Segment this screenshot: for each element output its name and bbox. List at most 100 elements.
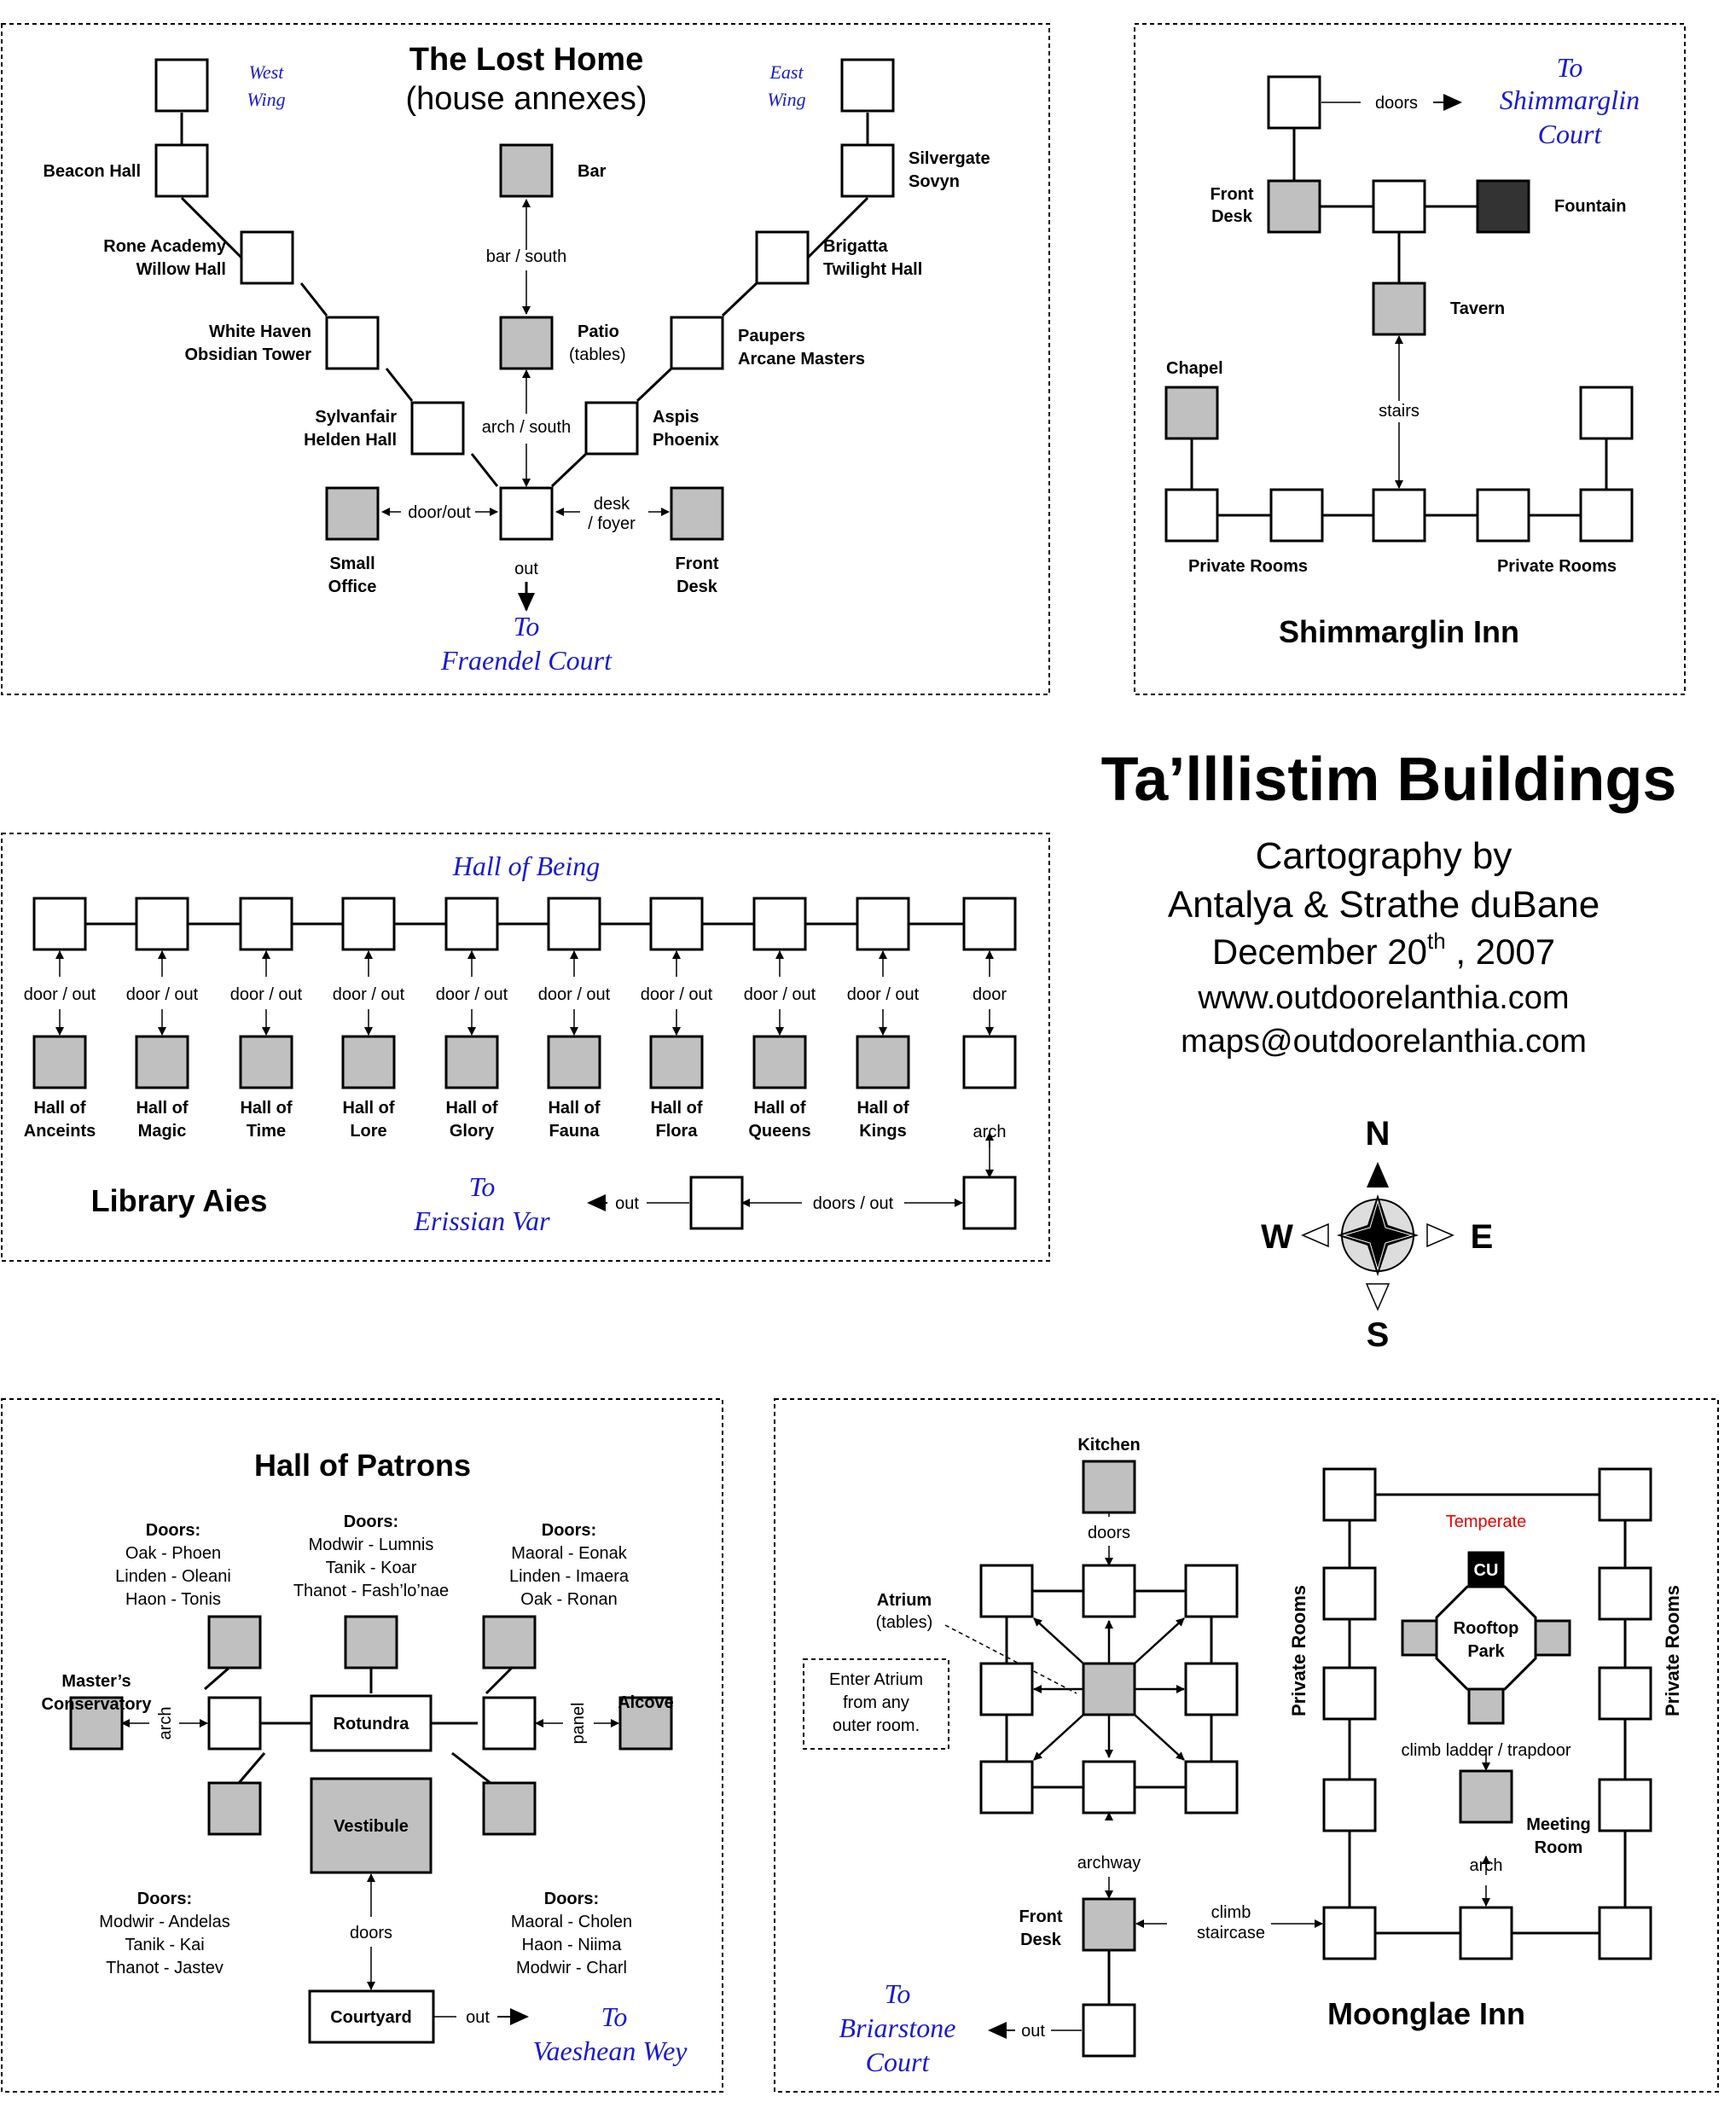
atrium-note-3: outer room. <box>833 1716 920 1735</box>
library-hall-label: Hall of <box>753 1099 805 1118</box>
atrium-note-box <box>803 1658 949 1750</box>
lost-home-exit-dest: Fraendel Court <box>440 645 613 676</box>
room-moon-sw <box>1322 1906 1377 1960</box>
label-patio: Patio <box>578 322 619 341</box>
label-moon-front-1: Front <box>1019 1907 1062 1926</box>
room-paupers <box>670 316 724 370</box>
label-desk-2: / foyer <box>588 514 636 533</box>
room-moon-r3 <box>1598 1778 1652 1832</box>
room-library-hall-6 <box>547 1035 601 1089</box>
room-shim-ne <box>1579 386 1634 440</box>
compass-n: N <box>1366 1115 1391 1153</box>
room-moon-exit <box>1082 2003 1136 2058</box>
room-hall-of-being-3 <box>239 897 293 951</box>
library-hall-name: Fauna <box>549 1122 601 1141</box>
room-atrium-ne <box>1184 1564 1239 1618</box>
room-patron-nw <box>207 1615 262 1669</box>
label-front-1: Front <box>675 555 718 573</box>
label-brig-2: Twilight Hall <box>823 260 922 279</box>
library-hall-name: Magic <box>138 1122 187 1141</box>
room-kitchen <box>1082 1460 1136 1514</box>
room-beacon-hall <box>154 143 209 198</box>
library-top-label: Hall of Being <box>452 851 600 881</box>
library-hall-label: Hall of <box>342 1099 394 1118</box>
library-hall-name: Time <box>247 1122 286 1141</box>
atrium-note-1: Enter Atrium <box>829 1670 923 1689</box>
room-patron-sw <box>207 1781 262 1836</box>
label-arch-south: arch / south <box>482 418 572 437</box>
library-hall-name: Flora <box>656 1122 699 1141</box>
room-library-hall-7 <box>649 1035 704 1089</box>
room-chapel <box>1164 386 1219 440</box>
library-exit-to: To <box>469 1171 496 1202</box>
room-shim-r4 <box>1476 488 1530 543</box>
label-courtyard: Courtyard <box>330 2008 412 2027</box>
label-climb-1: climb <box>1211 1903 1251 1922</box>
label-beacon-hall: Beacon Hall <box>44 162 141 181</box>
room-library-east <box>962 1035 1017 1089</box>
doors-nw-1: Oak - Phoen <box>125 1544 221 1563</box>
label-ladder: climb ladder / trapdoor <box>1402 1741 1571 1760</box>
room-rotundra <box>310 1694 433 1752</box>
room-hall-of-being-5 <box>444 897 499 951</box>
library-hall-label: Hall of <box>548 1099 600 1118</box>
label-small-2: Office <box>328 578 377 596</box>
lost-home-title: The Lost Home <box>409 42 643 78</box>
room-masters-conservatory <box>69 1696 124 1751</box>
library-hall-name: Anceints <box>24 1122 96 1141</box>
label-atrium-sub: (tables) <box>876 1613 933 1632</box>
room-atrium-se <box>1184 1760 1239 1815</box>
label-rone-1: Rone Academy <box>103 237 227 256</box>
room-rooftop-e <box>1534 1619 1571 1657</box>
room-meeting <box>1459 1769 1513 1824</box>
room-atrium-w <box>979 1662 1034 1716</box>
label-stairs: stairs <box>1379 402 1420 421</box>
room-atrium-e <box>1184 1662 1239 1716</box>
room-patron-ne <box>482 1615 537 1669</box>
doors-sw-2: Tanik - Kai <box>125 1936 204 1954</box>
room-shim-center <box>1372 179 1426 234</box>
label-front-2: Desk <box>676 578 718 596</box>
room-rooftop-park <box>1435 1585 1537 1691</box>
doors-sw-heading: Doors: <box>137 1890 192 1908</box>
moonglae-title: Moonglae Inn <box>1327 1996 1525 2031</box>
room-atrium-n <box>1082 1564 1136 1618</box>
room-sylvanfair <box>410 401 465 456</box>
doors-ne-1: Maoral - Eonak <box>511 1544 628 1563</box>
library-hall-label: Hall of <box>240 1099 292 1118</box>
library-exit-dest: Erissian Var <box>413 1205 550 1236</box>
label-silver-1: Silvergate <box>909 149 990 168</box>
label-masters-1: Master’s <box>61 1672 131 1691</box>
label-white-1: White Haven <box>209 322 311 341</box>
room-moon-r-ne <box>1598 1467 1652 1522</box>
map-title: Ta’lllistim Buildings <box>1101 746 1677 814</box>
moon-exit-dest-2: Court <box>866 2047 931 2077</box>
room-lost-home-front-desk <box>670 486 724 541</box>
library-doors-out-label: doors / out <box>813 1194 894 1213</box>
library-hall-label: Hall of <box>445 1099 497 1118</box>
library-connector-label: door <box>973 985 1007 1004</box>
library-hall-label: Hall of <box>650 1099 702 1118</box>
label-cu: CU <box>1474 1561 1499 1580</box>
library-connector-label: door / out <box>126 985 199 1004</box>
room-library-hall-8 <box>752 1035 807 1089</box>
compass-rose: N S E W <box>1261 1115 1493 1354</box>
lost-home-subtitle: (house annexes) <box>405 81 647 117</box>
room-atrium <box>1082 1662 1136 1716</box>
label-chapel: Chapel <box>1166 359 1223 378</box>
label-lost-home-out: out <box>514 560 538 578</box>
library-out-label: out <box>615 1194 639 1213</box>
room-library-hall-5 <box>444 1035 499 1089</box>
label-brig-1: Brigatta <box>823 237 888 256</box>
room-moon-se <box>1598 1906 1652 1960</box>
doors-sw-3: Thanot - Jastev <box>106 1959 224 1977</box>
room-hall-of-being-2 <box>135 897 189 951</box>
credits-date: December 20th , 2007 <box>1212 928 1555 972</box>
label-alcove: Alcove <box>618 1693 674 1712</box>
room-brigatta <box>755 230 810 285</box>
room-atrium-nw <box>979 1564 1034 1618</box>
label-arch-vertical: arch <box>156 1707 175 1740</box>
room-rone-academy <box>240 230 294 285</box>
